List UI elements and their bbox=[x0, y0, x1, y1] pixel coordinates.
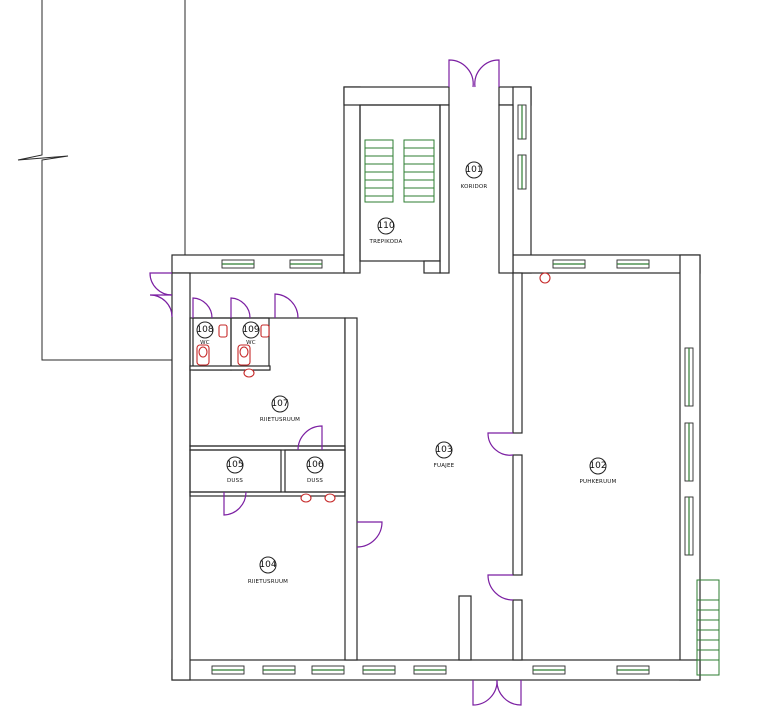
room-number: 104 bbox=[259, 560, 276, 570]
room-label-108: 108 WC bbox=[196, 321, 214, 346]
room-number: 103 bbox=[435, 445, 452, 455]
interior-walls bbox=[189, 104, 523, 661]
sanitary-fixtures bbox=[196, 272, 551, 503]
windows bbox=[211, 104, 694, 675]
room-label-102: 102 PUHKERUUM bbox=[580, 457, 617, 485]
room-number: 101 bbox=[465, 165, 482, 175]
room-number: 106 bbox=[306, 460, 323, 470]
room-name: RIIETUSRUUM bbox=[248, 579, 288, 585]
adjacent-building-outline bbox=[17, 0, 186, 361]
room-number: 110 bbox=[377, 221, 394, 231]
room-name: TREPIKODA bbox=[369, 239, 403, 245]
room-name: KORIDOR bbox=[461, 184, 488, 190]
room-name: WC bbox=[200, 340, 210, 346]
room-label-106: 106 DUSS bbox=[306, 456, 324, 484]
room-label-110: 110 TREPIKODA bbox=[369, 217, 403, 245]
room-number: 102 bbox=[589, 461, 606, 471]
room-name: FUAJEE bbox=[434, 463, 455, 469]
room-label-105: 105 DUSS bbox=[226, 456, 244, 484]
doors bbox=[149, 59, 522, 706]
room-label-107: 107 RIIETUSRUUM bbox=[260, 395, 300, 423]
room-name: RIIETUSRUUM bbox=[260, 417, 300, 423]
room-label-101: 101 KORIDOR bbox=[461, 161, 488, 190]
room-number: 107 bbox=[271, 399, 288, 409]
room-name: DUSS bbox=[307, 478, 323, 484]
room-name: PUHKERUUM bbox=[580, 479, 617, 485]
room-number: 108 bbox=[196, 325, 213, 335]
room-number: 105 bbox=[226, 460, 243, 470]
room-name: WC bbox=[246, 340, 256, 346]
room-name: DUSS bbox=[227, 478, 243, 484]
room-label-109: 109 WC bbox=[242, 321, 260, 346]
room-label-103: 103 FUAJEE bbox=[434, 441, 455, 469]
room-number: 109 bbox=[242, 325, 259, 335]
exterior-walls bbox=[171, 86, 701, 681]
staircase bbox=[364, 139, 720, 676]
room-label-104: 104 RIIETUSRUUM bbox=[248, 556, 288, 585]
